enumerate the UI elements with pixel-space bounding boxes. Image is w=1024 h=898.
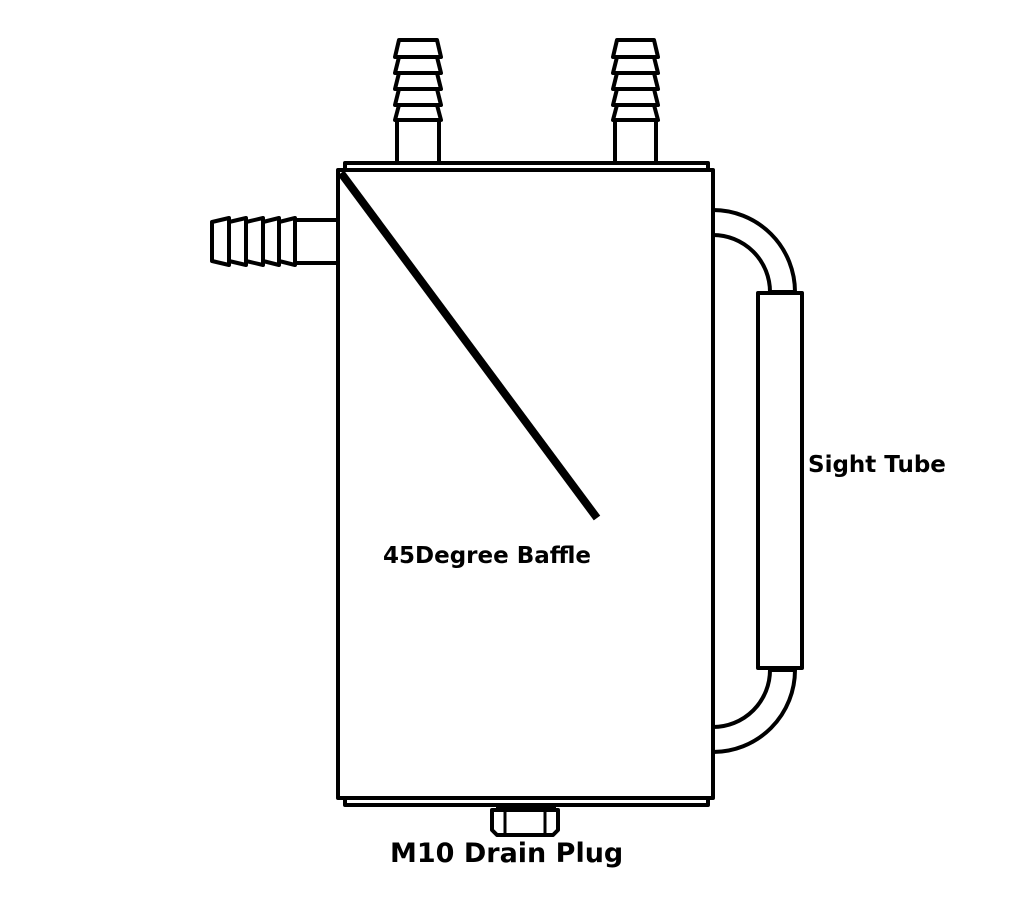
top-hose-barbs <box>393 38 660 165</box>
inlet-hose-barb <box>210 216 340 267</box>
barb-ring <box>611 103 660 122</box>
barb-ring <box>393 38 443 59</box>
barb-ring <box>277 216 297 267</box>
sight-tube-label: Sight Tube <box>808 452 946 478</box>
drain-plug-label: M10 Drain Plug <box>390 838 623 869</box>
barb-ring <box>261 216 281 267</box>
can-body <box>336 168 715 800</box>
barb-ring <box>611 55 660 75</box>
barb-stem <box>395 118 441 165</box>
baffle-label: 45Degree Baffle <box>383 543 591 569</box>
baffle-plate <box>337 170 601 521</box>
barb-ring <box>611 87 660 107</box>
barb-ring <box>244 216 265 267</box>
barb-ring <box>393 71 443 91</box>
barb-stem <box>613 118 658 165</box>
drain-plug <box>490 803 560 837</box>
barb-ring <box>611 38 660 59</box>
barb-ring <box>393 103 443 122</box>
sight-tube <box>711 208 804 754</box>
barb-ring <box>611 71 660 91</box>
barb-ring <box>393 55 443 75</box>
barb-ring <box>393 87 443 107</box>
barb-ring <box>227 216 248 267</box>
barb-stem <box>293 218 340 265</box>
barb-ring <box>210 216 231 267</box>
